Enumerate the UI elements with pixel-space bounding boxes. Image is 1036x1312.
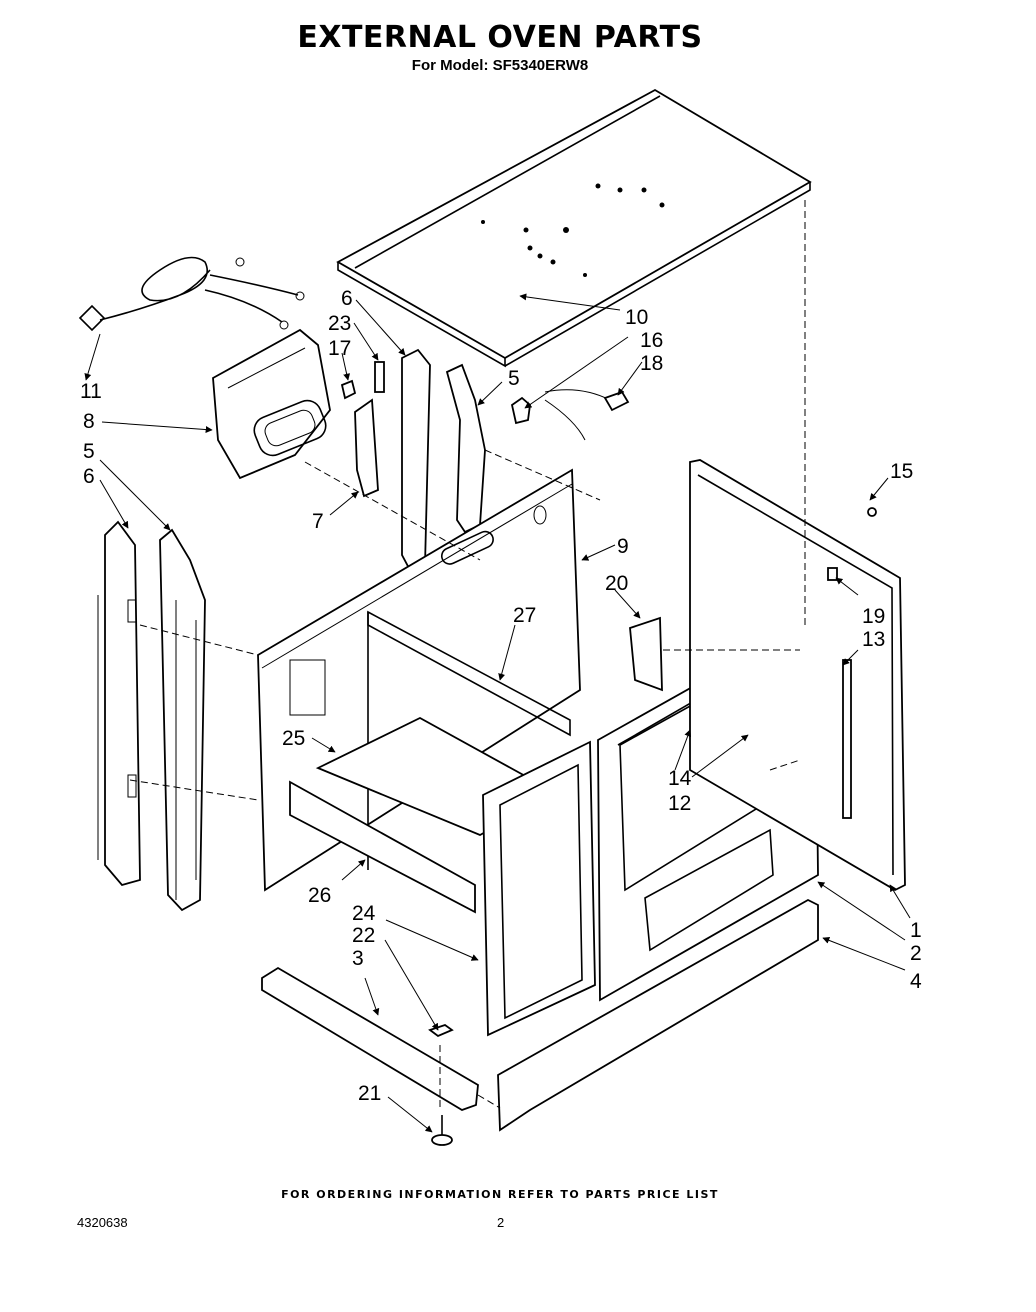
callout-16: 16 <box>640 329 663 352</box>
callout-8: 8 <box>83 410 95 433</box>
vent-duct <box>212 328 331 480</box>
callout-5-left: 5 <box>83 440 95 463</box>
callout-2: 2 <box>910 942 922 965</box>
small-parts <box>340 361 385 498</box>
callout-19: 19 <box>862 605 885 628</box>
callout-labels: 10 16 18 5 6 23 17 11 8 5 6 7 9 27 20 15… <box>80 287 922 1105</box>
callout-26: 26 <box>308 884 331 907</box>
sensor-and-harness <box>510 389 630 441</box>
document-number: 4320638 <box>77 1215 128 1230</box>
callout-9: 9 <box>617 535 629 558</box>
callout-4: 4 <box>910 970 922 993</box>
back-panel <box>257 468 581 892</box>
callout-3: 3 <box>352 947 364 970</box>
power-cord <box>78 256 305 332</box>
spacer-bracket <box>629 616 663 692</box>
callout-21: 21 <box>358 1082 381 1105</box>
callout-27: 27 <box>513 604 536 627</box>
callout-12: 12 <box>668 792 691 815</box>
callout-14: 14 <box>668 767 692 790</box>
rear-rail-5 <box>445 363 486 534</box>
callout-17: 17 <box>328 337 351 360</box>
callout-20: 20 <box>605 572 628 595</box>
front-frame <box>482 740 596 1037</box>
callout-6-rear: 6 <box>341 287 353 310</box>
ordering-info-note: FOR ORDERING INFORMATION REFER TO PARTS … <box>281 1188 719 1201</box>
front-base-rail <box>261 966 479 1111</box>
model-subtitle: For Model: SF5340ERW8 <box>411 57 589 74</box>
callout-6-left: 6 <box>83 465 95 488</box>
callout-15: 15 <box>890 460 913 483</box>
left-rail-5 <box>159 528 206 912</box>
callout-24: 24 <box>352 902 376 925</box>
side-rail <box>842 659 852 819</box>
callout-11: 11 <box>80 380 102 403</box>
rear-rail-6 <box>401 348 431 572</box>
alignment-lines <box>129 200 806 1110</box>
callout-18: 18 <box>640 352 663 375</box>
callout-25: 25 <box>282 727 305 750</box>
leader-lines <box>84 293 911 1133</box>
front-trim <box>289 780 476 914</box>
page-title: EXTERNAL OVEN PARTS <box>297 20 703 55</box>
callout-10: 10 <box>625 306 648 329</box>
left-rail-6 <box>97 520 141 887</box>
top-panel <box>336 88 812 368</box>
page-number: 2 <box>497 1215 505 1230</box>
callout-5-rear: 5 <box>508 367 520 390</box>
callout-7: 7 <box>312 510 324 533</box>
callout-1: 1 <box>910 919 922 942</box>
callout-22: 22 <box>352 924 375 947</box>
callout-13: 13 <box>862 628 885 651</box>
toe-kick <box>497 898 819 1132</box>
screw-and-clip <box>827 507 877 581</box>
leveling-leg <box>428 1024 454 1146</box>
callout-23: 23 <box>328 312 351 335</box>
